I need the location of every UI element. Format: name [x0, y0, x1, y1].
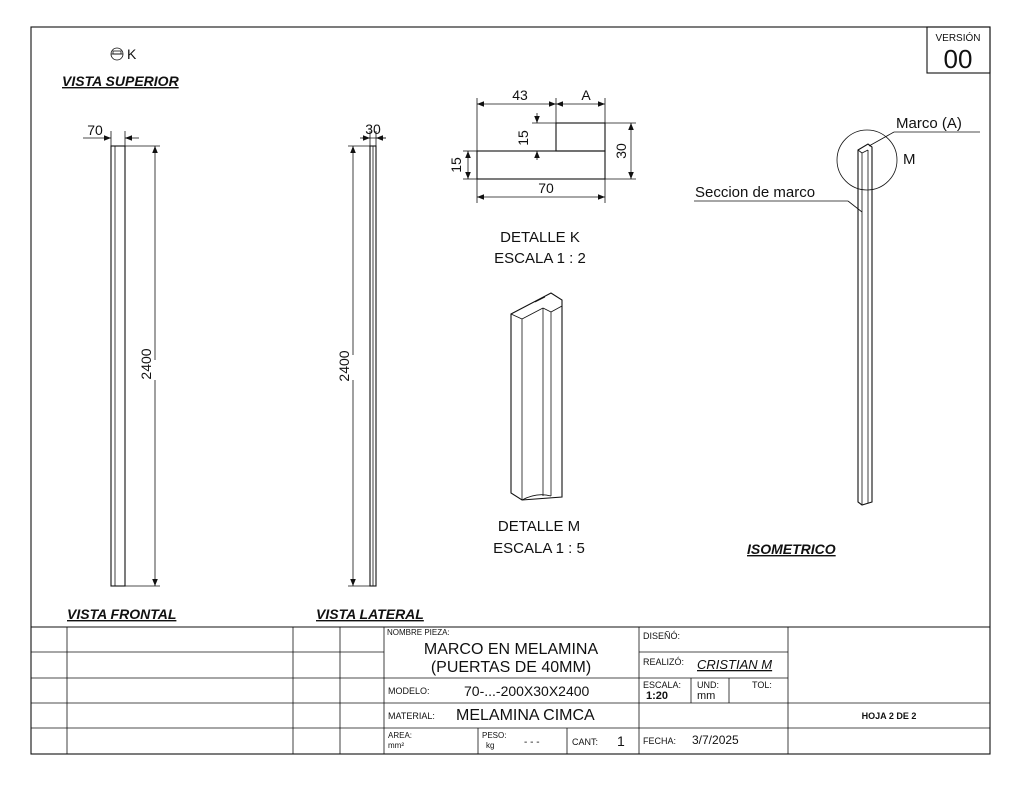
k-step-dim: 15	[515, 130, 531, 146]
detail-k-section: 43 A 15 15 30 70 DETALLE K ESCALA 1 : 2	[448, 87, 636, 267]
iso-label-marco: Marco (A)	[896, 115, 962, 132]
view-title-iso: ISOMETRICO	[747, 541, 836, 557]
view-title-side: VISTA LATERAL	[316, 606, 424, 622]
k-left-dim: 15	[448, 157, 464, 173]
isometric-view: Marco (A) M Seccion de marco	[694, 115, 980, 506]
sheet-border	[30, 26, 991, 755]
side-width-dim: 30	[365, 121, 381, 137]
tb-modelo-label: MODELO:	[388, 686, 430, 696]
side-view: 30 2400	[336, 121, 386, 587]
tb-peso-label: PESO:	[482, 731, 506, 740]
front-width-dim: 70	[87, 122, 103, 138]
tb-material-value: MELAMINA CIMCA	[456, 707, 595, 724]
view-title-top: VISTA SUPERIOR	[62, 73, 180, 89]
detail-m-scale: ESCALA 1 : 5	[493, 540, 585, 557]
side-height-dim: 2400	[336, 350, 352, 381]
tb-diseno-label: DISEÑÓ:	[643, 631, 680, 641]
k-top-dim: 43	[512, 87, 528, 103]
version-label: VERSIÓN	[935, 31, 980, 44]
tb-fecha-value: 3/7/2025	[692, 733, 739, 747]
detail-k-scale: ESCALA 1 : 2	[494, 250, 586, 267]
tb-und-value: mm	[697, 690, 715, 702]
detail-m-title: DETALLE M	[498, 518, 580, 535]
view-title-front: VISTA FRONTAL	[67, 606, 176, 622]
tb-modelo-value: 70-...-200X30X2400	[464, 683, 590, 699]
tb-peso-value: - - -	[524, 737, 540, 748]
k-right-dim: 30	[613, 143, 629, 159]
tb-nombre-line2: (PUERTAS DE 40MM)	[431, 659, 591, 676]
tb-fecha-label: FECHA:	[643, 736, 676, 746]
tb-cant-label: CANT:	[572, 737, 598, 747]
iso-label-seccion: Seccion de marco	[695, 184, 815, 201]
detail-k-marker-label: K	[127, 46, 137, 62]
tb-realizo-value: CRISTIAN M	[697, 657, 772, 672]
tb-nombre-line1: MARCO EN MELAMINA	[424, 641, 599, 658]
title-block: NOMBRE PIEZA: MARCO EN MELAMINA (PUERTAS…	[31, 626, 990, 754]
detail-m-callout-circle	[836, 129, 898, 191]
tb-und-label: UND:	[697, 680, 719, 690]
k-bottom-dim: 70	[538, 180, 554, 196]
tb-hoja: HOJA 2 DE 2	[862, 711, 917, 721]
tb-escala-value: 1:20	[646, 690, 668, 702]
detail-k-marker: K	[110, 46, 137, 62]
tb-nombre-label: NOMBRE PIEZA:	[387, 628, 450, 637]
version-value: 00	[944, 44, 973, 74]
tb-material-label: MATERIAL:	[388, 711, 435, 721]
k-a-dim: A	[581, 87, 591, 103]
detail-m-section: DETALLE M ESCALA 1 : 5	[493, 292, 585, 557]
tb-peso-unit: kg	[486, 741, 494, 750]
tb-area-unit: mm²	[388, 741, 404, 750]
tb-tol-label: TOL:	[752, 680, 772, 690]
iso-label-m: M	[903, 151, 916, 168]
tb-area-label: AREA:	[388, 731, 412, 740]
tb-cant-value: 1	[617, 733, 625, 749]
front-height-dim: 2400	[138, 348, 154, 379]
version-box: VERSIÓN 00	[926, 26, 991, 74]
front-view: 70 2400	[83, 122, 160, 587]
detail-k-title: DETALLE K	[500, 229, 580, 246]
tb-realizo-label: REALIZÓ:	[643, 657, 684, 667]
tb-escala-label: ESCALA:	[643, 680, 681, 690]
